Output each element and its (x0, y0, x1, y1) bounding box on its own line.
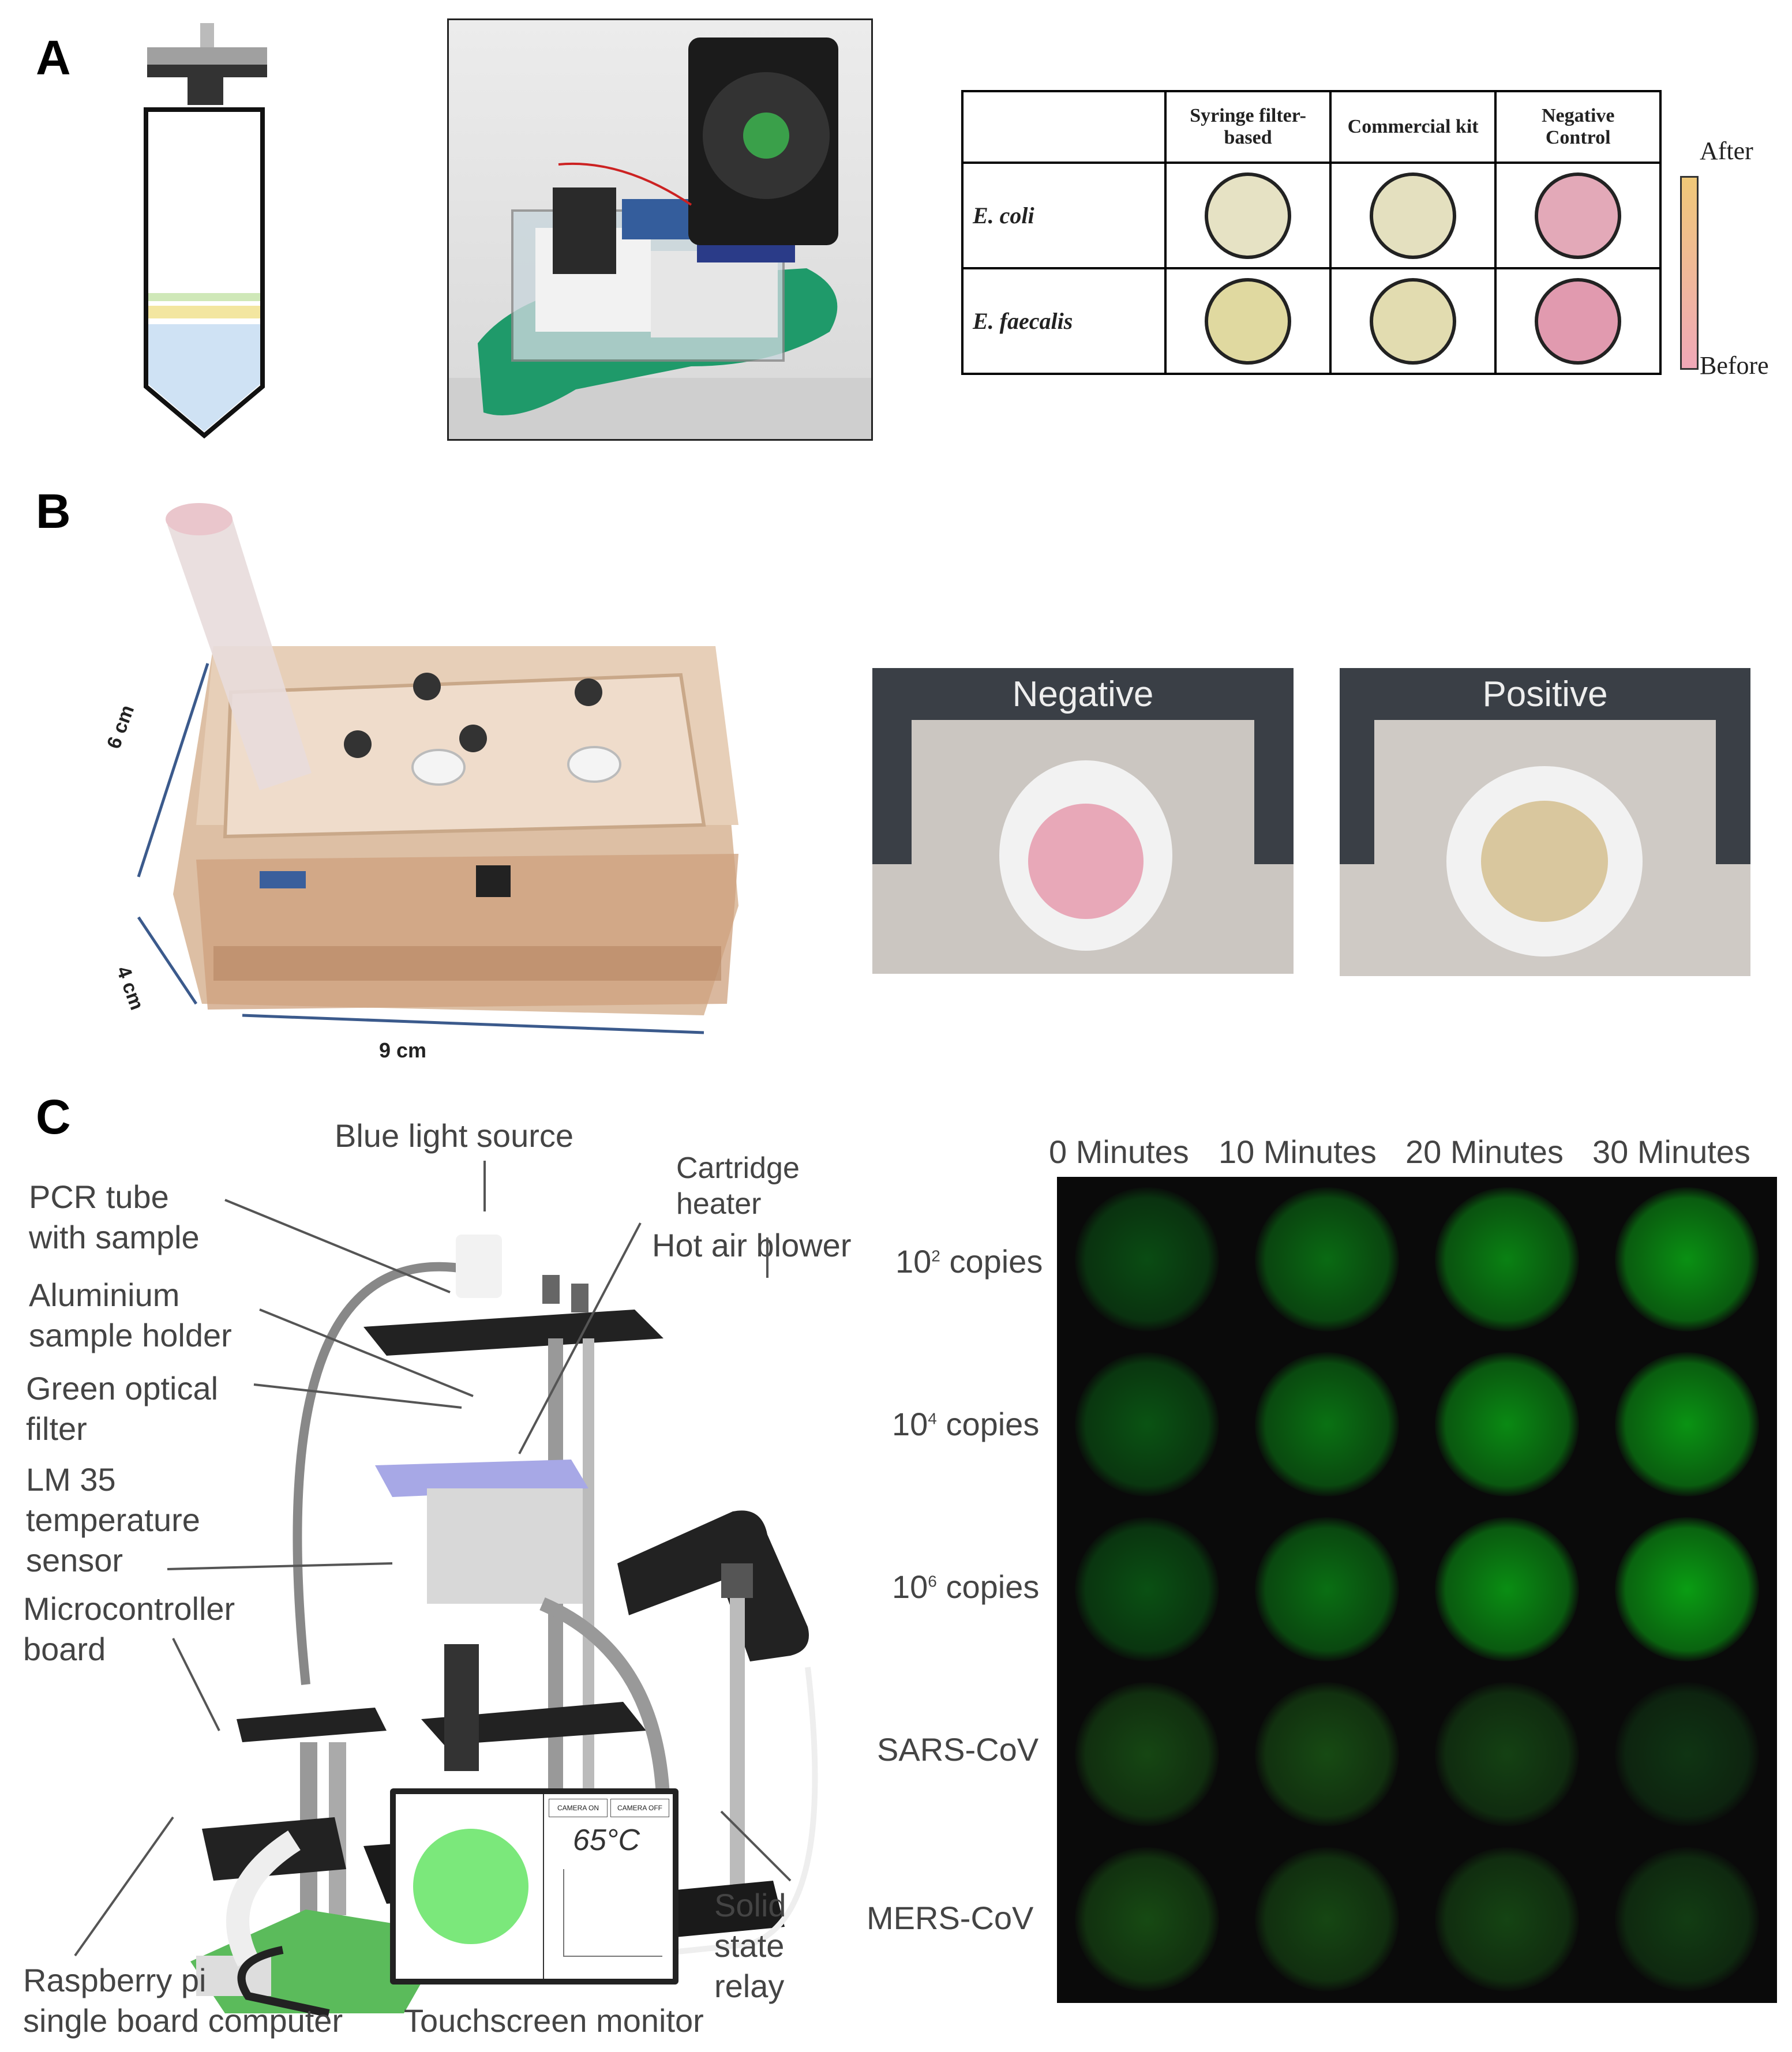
fluorescence-well (1255, 1187, 1399, 1331)
row-label-ecoli: E. coli (961, 162, 1167, 269)
table-corner-cell (961, 90, 1167, 164)
fluorescence-well (1435, 1517, 1579, 1661)
header-commercial: Commercial kit (1329, 90, 1497, 164)
fluorescence-well (1615, 1352, 1759, 1496)
label-solid-state-relay: Solid state relay (714, 1887, 786, 2004)
fluorescence-well (1075, 1352, 1219, 1496)
dish-cell (1329, 162, 1497, 269)
grid-row-label: MERS-CoV (867, 1900, 1034, 1936)
device-photo-b (137, 503, 738, 1034)
efaecalis-syringe-dish (1205, 277, 1292, 365)
negative-label: Negative (1012, 674, 1154, 714)
panel-letter-c: C (36, 1090, 71, 1144)
color-scale-bar (1680, 176, 1699, 370)
dish-cell (1329, 267, 1497, 375)
grid-col-0: 0 Minutes (1049, 1134, 1189, 1170)
ecoli-syringe-dish (1205, 172, 1292, 259)
fluorescence-well (1075, 1517, 1219, 1661)
grid-row-label: 104 copies (892, 1406, 1040, 1442)
grid-col-2: 20 Minutes (1405, 1134, 1564, 1170)
screen-temp-plot (563, 1869, 662, 1957)
dimension-width: 9 cm (379, 1038, 427, 1062)
camera-off-button[interactable]: CAMERA OFF (610, 1799, 669, 1817)
scale-before-label: Before (1700, 351, 1769, 380)
negative-sample-spot (1028, 804, 1144, 919)
grid-row-label: 106 copies (892, 1569, 1040, 1605)
positive-result-photo: Positive (1340, 668, 1750, 976)
label-hot-air-blower: Hot air blower (652, 1227, 852, 1263)
fluorescence-well (1435, 1847, 1579, 1991)
touchscreen-monitor: CAMERA ON CAMERA OFF 65°C (390, 1788, 678, 1985)
device-photo-a (447, 18, 873, 441)
scale-after-label: After (1700, 137, 1753, 165)
results-table: Syringe filter- based Commercial kit Neg… (961, 90, 1662, 375)
efaecalis-commercial-dish (1370, 277, 1457, 365)
ecoli-negative-dish (1535, 172, 1622, 259)
dish-cell (1164, 267, 1332, 375)
dish-cell (1164, 162, 1332, 269)
screen-temperature: 65°C (572, 1824, 640, 1857)
dish-cell (1494, 267, 1662, 375)
fluorescence-well (1255, 1682, 1399, 1826)
negative-result-photo: Negative (872, 668, 1294, 974)
fluorescence-well (1435, 1682, 1579, 1826)
label-blue-light: Blue light source (335, 1117, 574, 1154)
positive-sample-spot (1481, 801, 1608, 922)
ecoli-commercial-dish (1370, 172, 1457, 259)
fluorescence-well (1255, 1847, 1399, 1991)
grid-row-label: SARS-CoV (877, 1731, 1039, 1768)
panel-letter-a: A (36, 31, 71, 85)
fluorescence-well (1435, 1187, 1579, 1331)
fluorescence-well (1075, 1682, 1219, 1826)
label-aluminium-holder: Aluminium sample holder (29, 1277, 232, 1353)
fluorescence-well (1255, 1352, 1399, 1496)
screen-camera-circle (413, 1829, 528, 1944)
fluorescence-well (1615, 1187, 1759, 1331)
positive-label: Positive (1482, 674, 1608, 714)
grid-row-label: 102 copies (895, 1243, 1043, 1280)
fluorescence-well (1615, 1682, 1759, 1826)
label-touchscreen: Touchscreen monitor (404, 2002, 704, 2039)
label-microcontroller: Microcontroller board (23, 1590, 235, 1667)
label-pcr-tube: PCR tube with sample (29, 1179, 200, 1255)
fluorescence-well (1255, 1517, 1399, 1661)
grid-col-3: 30 Minutes (1592, 1134, 1750, 1170)
efaecalis-negative-dish (1535, 277, 1622, 365)
label-green-filter: Green optical filter (26, 1370, 219, 1447)
panel-letter-b: B (36, 484, 71, 538)
fluorescence-well (1075, 1187, 1219, 1331)
header-negative: Negative Control (1494, 90, 1662, 164)
label-lm35: LM 35 temperature sensor (26, 1461, 200, 1578)
tube-illustration (144, 23, 267, 438)
label-raspberry-pi: Raspberry pi single board computer (23, 1962, 343, 2039)
row-label-efaecalis: E. faecalis (961, 267, 1167, 375)
dish-cell (1494, 162, 1662, 269)
fluorescence-well (1615, 1847, 1759, 1991)
fluorescence-well (1075, 1847, 1219, 1991)
label-cartridge-heater: Cartridge heater (676, 1151, 800, 1221)
grid-col-1: 10 Minutes (1219, 1134, 1377, 1170)
camera-on-button[interactable]: CAMERA ON (549, 1799, 608, 1817)
header-syringe: Syringe filter- based (1164, 90, 1332, 164)
fluorescence-well (1435, 1352, 1579, 1496)
fluorescence-grid (1057, 1177, 1777, 2003)
fluorescence-well (1615, 1517, 1759, 1661)
